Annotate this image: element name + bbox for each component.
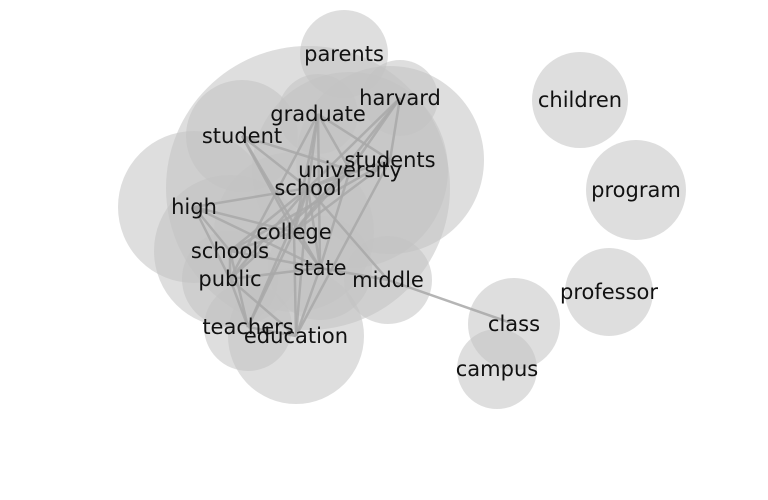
node-circle-program (586, 140, 686, 240)
edge-college-teachers (246, 231, 296, 328)
edge-university-public (229, 169, 351, 280)
edge-state-public (229, 266, 321, 281)
edge-school-education (294, 187, 310, 337)
edge-student-school (241, 135, 309, 189)
node-label-class: class (488, 312, 540, 336)
edge-college-state (292, 231, 322, 269)
node-label-harvard: harvard (359, 86, 441, 110)
edge-harvard-school (307, 97, 401, 189)
node-label-graduate: graduate (270, 102, 366, 126)
node-label-schools: schools (191, 239, 269, 263)
edge-school-public (229, 187, 309, 280)
edge-high-state (193, 205, 321, 270)
edge-student-university (241, 134, 351, 172)
node-label-university: university (298, 158, 402, 182)
edge-school-high (193, 186, 309, 209)
node-circle-professor (565, 248, 653, 336)
edge-high-schools (193, 206, 231, 252)
edge-school-middle (307, 187, 389, 281)
node-label-program: program (591, 178, 681, 202)
edge-graduate-state (316, 113, 322, 269)
node-circle-campus (457, 329, 537, 409)
edge-schools-state (229, 249, 321, 270)
edge-harvard-students (388, 97, 402, 161)
node-label-state: state (293, 256, 346, 280)
edge-schools-teachers (228, 250, 250, 328)
edge-high-college (193, 205, 295, 234)
node-label-teachers: teachers (202, 315, 293, 339)
edge-public-teachers (228, 278, 250, 328)
edge-state-education (294, 267, 322, 337)
node-label-public: public (198, 267, 261, 291)
node-label-school: school (274, 176, 341, 200)
edge-middle-class (387, 278, 515, 326)
edge-school-state (306, 187, 322, 269)
edge-student-state (240, 135, 322, 269)
node-label-campus: campus (456, 357, 538, 381)
edge-students-education (294, 159, 392, 337)
node-label-parents: parents (304, 42, 384, 66)
node-label-college: college (256, 220, 331, 244)
node-label-students: students (344, 148, 435, 172)
node-edges (192, 97, 515, 338)
edge-teachers-education (247, 325, 297, 338)
node-label-middle: middle (352, 268, 424, 292)
edge-public-education (229, 278, 297, 337)
edge-college-education (292, 231, 298, 337)
edge-college-schools (229, 230, 295, 253)
node-label-student: student (202, 124, 282, 148)
node-label-high: high (171, 195, 217, 219)
edge-state-middle (319, 266, 389, 282)
node-label-education: education (244, 324, 348, 348)
edge-school-schools (229, 187, 309, 252)
node-label-professor: professor (560, 280, 658, 304)
edge-university-school (307, 168, 351, 190)
edge-graduate-students (317, 112, 391, 162)
node-circle-children (532, 52, 628, 148)
node-label-children: children (538, 88, 622, 112)
edge-university-college (293, 169, 351, 233)
edge-graduate-university (316, 113, 352, 171)
edge-high-public (192, 206, 232, 280)
